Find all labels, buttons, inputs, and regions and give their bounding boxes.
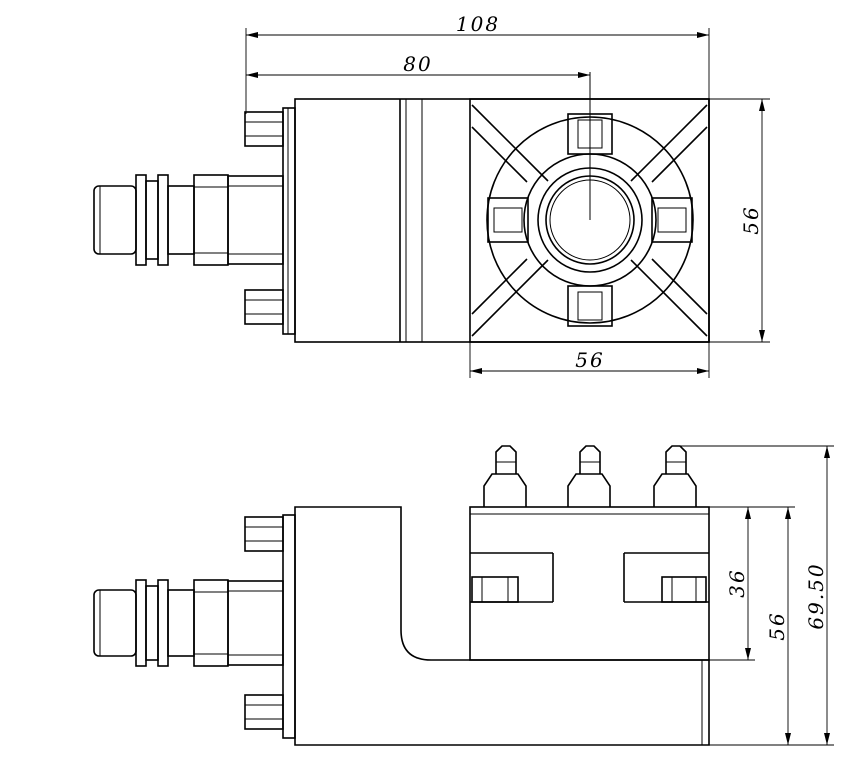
dim-side-slot-height: 36: [725, 568, 749, 597]
dim-side-body-height: 56: [765, 611, 789, 640]
top-bolt-upper: [244, 111, 284, 147]
dim-top-body-width: 56: [575, 348, 604, 372]
side-bracket: [294, 506, 710, 746]
top-bolt-lower: [244, 289, 284, 325]
top-plug: [93, 174, 284, 266]
side-chuck: [469, 445, 710, 661]
side-plug: [93, 579, 284, 667]
side-bolt-lower: [244, 694, 284, 730]
top-view: 108 80 56 56: [93, 12, 770, 378]
dim-top-overall-length: 108: [456, 12, 500, 36]
dim-top-body-height: 56: [739, 205, 763, 234]
dim-top-center-distance: 80: [403, 52, 432, 76]
dim-side-total-height: 69.50: [804, 562, 828, 629]
top-flange: [282, 107, 296, 335]
side-bolt-upper: [244, 516, 284, 552]
side-view: 36 56 69.50: [93, 445, 834, 746]
side-flange: [282, 514, 296, 739]
